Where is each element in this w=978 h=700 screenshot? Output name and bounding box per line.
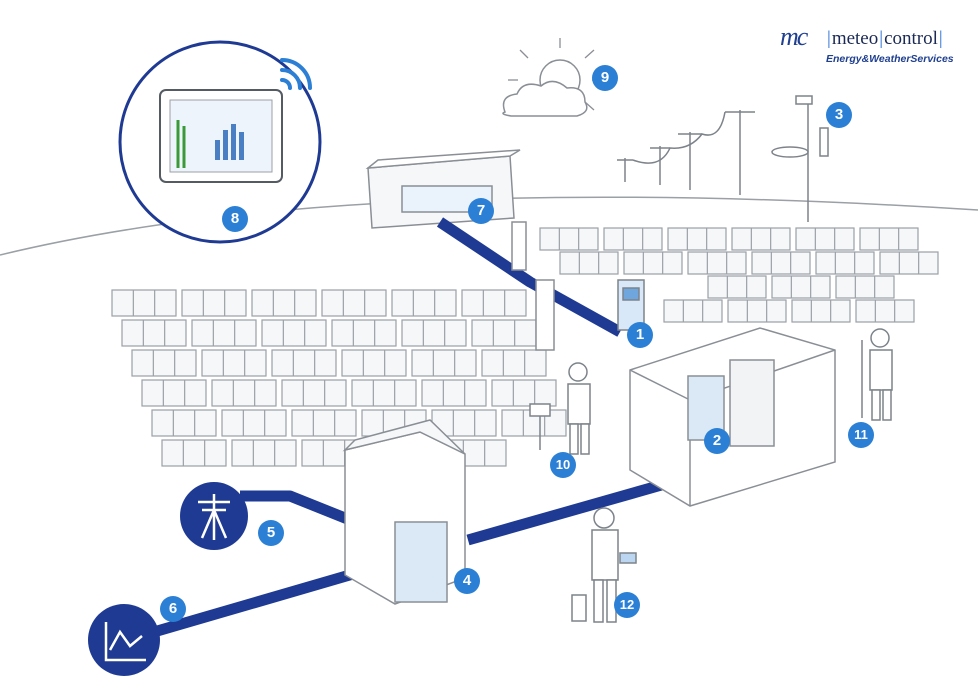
solar-field-right (539, 227, 939, 323)
manager-figure (571, 507, 637, 623)
technician-figure (861, 328, 893, 421)
solar-panel (291, 409, 357, 437)
solar-panel (281, 379, 347, 407)
solar-panel (471, 319, 537, 347)
solar-panel (321, 289, 387, 317)
marker-7: 7 (468, 198, 494, 224)
combiner-boxes (511, 221, 555, 351)
solar-panel (351, 379, 417, 407)
solar-panel (859, 227, 919, 251)
solar-panel (221, 409, 287, 437)
solar-panel (341, 349, 407, 377)
solar-panel (261, 319, 327, 347)
solar-panel (481, 349, 547, 377)
solar-panel (461, 289, 527, 317)
solar-panel (131, 349, 197, 377)
solar-panel (331, 319, 397, 347)
solar-panel (121, 319, 187, 347)
solar-panel (667, 227, 727, 251)
power-poles (617, 110, 755, 195)
solar-panel (271, 349, 337, 377)
solar-panel (181, 289, 247, 317)
cloud-icon (502, 80, 588, 117)
solar-panel (707, 275, 767, 299)
solar-panel (111, 289, 177, 317)
solar-panel (791, 299, 851, 323)
inverter-room (629, 327, 836, 507)
solar-panel (251, 289, 317, 317)
solar-panel (835, 275, 895, 299)
energy-trading-icon (88, 604, 160, 676)
solar-panel (623, 251, 683, 275)
marker-3: 3 (826, 102, 852, 128)
solar-panel (401, 319, 467, 347)
transformer-station (342, 419, 466, 605)
solar-panel (855, 299, 915, 323)
network-lines (138, 217, 667, 642)
solar-panel (151, 409, 217, 437)
solar-panel (879, 251, 939, 275)
solar-panel (771, 275, 831, 299)
weather-station-icon (771, 95, 829, 222)
marker-4: 4 (454, 568, 480, 594)
solar-panel (141, 379, 207, 407)
solar-panel (211, 379, 277, 407)
solar-panel (603, 227, 663, 251)
solar-panel (663, 299, 723, 323)
logo-tagline: Energy&WeatherServices (826, 53, 954, 65)
marker-12: 12 (614, 592, 640, 618)
solar-panel (491, 379, 557, 407)
grid-connection-icon (180, 482, 248, 550)
solar-panel (411, 349, 477, 377)
solar-panel (687, 251, 747, 275)
marker-2: 2 (704, 428, 730, 454)
solar-panel (231, 439, 297, 467)
string-monitor-device (617, 279, 645, 331)
solar-panel (795, 227, 855, 251)
solar-panel (539, 227, 599, 251)
marker-5: 5 (258, 520, 284, 546)
logo-wordmark: |meteo|control| (827, 28, 943, 49)
solar-panel (731, 227, 791, 251)
marker-8: 8 (222, 206, 248, 232)
marker-9: 9 (592, 65, 618, 91)
monitoring-room (365, 149, 521, 229)
engineer-figure (529, 362, 591, 455)
solar-field-left (111, 289, 567, 467)
marker-10: 10 (550, 452, 576, 478)
solar-panel (751, 251, 811, 275)
solar-panel (191, 319, 257, 347)
solar-panel (559, 251, 619, 275)
marker-6: 6 (160, 596, 186, 622)
solar-panel (161, 439, 227, 467)
marker-1: 1 (627, 322, 653, 348)
solar-panel (815, 251, 875, 275)
logo-mark: mc (780, 22, 808, 51)
solar-panel (201, 349, 267, 377)
solar-panel (421, 379, 487, 407)
solar-panel (391, 289, 457, 317)
solar-panel (727, 299, 787, 323)
meteocontrol-logo: mc |meteo|control| Energy&WeatherService… (780, 22, 970, 72)
marker-11: 11 (848, 422, 874, 448)
tablet-inset (118, 40, 322, 244)
